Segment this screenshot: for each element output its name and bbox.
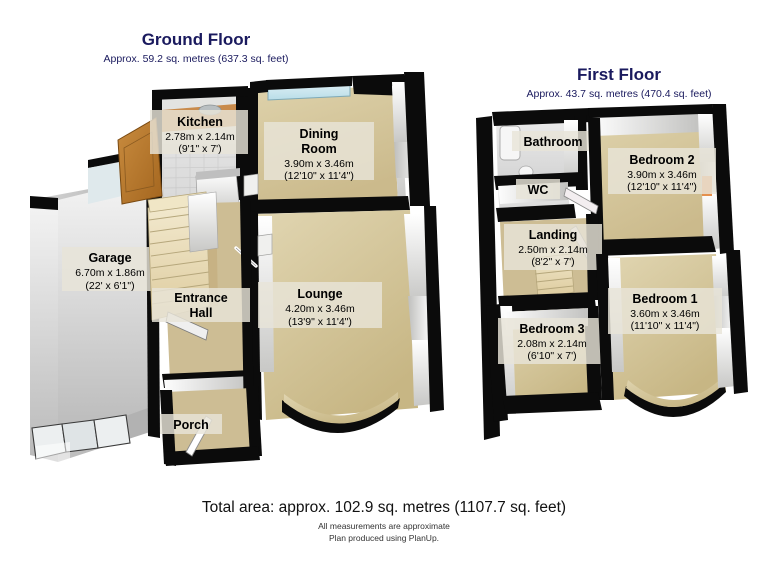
landing-metric: 2.50m x 2.14m (518, 244, 588, 256)
entrance-hall-label-bg (152, 288, 250, 322)
bedroom-3-room: Bedroom 3 2.08m x 2.14m (6'10" x 7') (486, 304, 606, 422)
dining-label-bg (264, 122, 374, 180)
bedroom-2-back-wall (592, 114, 700, 136)
ground-floor-heading: Ground Floor Approx. 59.2 sq. metres (63… (103, 30, 288, 65)
garage-label: Garage (88, 251, 131, 265)
garage-back-window (88, 162, 122, 204)
bedroom-1-bay-wall (624, 382, 726, 418)
dining-metric: 3.90m x 3.46m (284, 158, 354, 170)
bedroom-2-label: Bedroom 2 (629, 153, 694, 167)
bedroom-1-label: Bedroom 1 (632, 292, 697, 306)
wc-label: WC (528, 183, 549, 197)
first-floor-plan: Bathroom WC (476, 104, 748, 440)
dining-lounge-divider (246, 196, 410, 214)
bedroom-1-imperial: (11'10" x 11'4") (631, 320, 700, 332)
garage-imperial: (22' x 6'1") (85, 280, 134, 292)
bedroom-3-label: Bedroom 3 (519, 322, 584, 336)
footer-note-1: All measurements are approximate (318, 521, 450, 531)
lounge-right-wall-upper (404, 214, 430, 300)
porch-label-bg (160, 414, 222, 434)
total-area-text: Total area: approx. 102.9 sq. metres (11… (202, 499, 566, 516)
entrance-hall-room: Entrance Hall (147, 191, 258, 424)
bedroom-3-bottom-wall (502, 392, 602, 414)
bedroom-2-outer-wall (712, 104, 734, 254)
ground-floor-area: Approx. 59.2 sq. metres (637.3 sq. feet) (103, 53, 288, 65)
wc-room: WC (496, 179, 576, 222)
bedroom-3-metric: 2.08m x 2.14m (517, 338, 587, 350)
wc-bottom-wall (496, 204, 576, 222)
lounge-right-outer-wall (424, 206, 444, 412)
lounge-imperial: (13'9" x 11'4") (288, 316, 352, 328)
porch-right-wall (246, 386, 262, 456)
kitchen-label: Kitchen (177, 115, 223, 129)
landing-imperial: (8'2" x 7') (531, 256, 574, 268)
landing-label: Landing (529, 228, 578, 242)
bedroom-3-imperial: (6'10" x 7') (527, 350, 576, 362)
lounge-bay-wall (282, 398, 400, 434)
lounge-label: Lounge (297, 287, 342, 301)
first-floor-heading: First Floor Approx. 43.7 sq. metres (470… (526, 65, 711, 100)
kitchen-room: Kitchen 2.78m x 2.14m (9'1" x 7') (117, 86, 254, 217)
footer-note-2: Plan produced using PlanUp. (329, 533, 439, 543)
wc-label-bg (516, 179, 560, 199)
bedroom-2-label-bg (608, 148, 716, 194)
entrance-hall-label: Entrance (174, 291, 228, 305)
porch-room: Porch (160, 386, 262, 466)
bedroom-1-outer-wall (726, 250, 748, 394)
dining-radiator-icon (243, 173, 259, 197)
bedroom-1-label-bg (608, 288, 722, 334)
garage-side-wall (58, 178, 148, 440)
bathroom-label-bg (512, 131, 594, 151)
ground-floor-plan: Garage 6.70m x 1.86m (22' x 6'1") (30, 72, 444, 466)
bathroom-room: Bathroom (492, 108, 594, 190)
lounge-metric: 4.20m x 3.46m (285, 303, 355, 315)
first-floor-area: Approx. 43.7 sq. metres (470.4 sq. feet) (526, 88, 711, 100)
bedroom-2-room: Bedroom 2 3.90m x 3.46m (12'10" x 11'4") (588, 104, 734, 256)
lounge-label-bg (258, 282, 382, 328)
lounge-right-wall-lower (412, 340, 432, 406)
landing-label-bg (504, 224, 602, 270)
kitchen-metric: 2.78m x 2.14m (165, 131, 235, 143)
bedroom-1-room: Bedroom 1 3.60m x 3.46m (11'10" x 11'4") (596, 250, 748, 418)
ground-floor-title: Ground Floor (142, 30, 251, 49)
garage-left-wall-cap (30, 196, 58, 210)
bedroom-3-left-outer-wall (486, 304, 508, 422)
dining-imperial: (12'10" x 11'4") (284, 170, 354, 182)
landing-room: Landing 2.50m x 2.14m (8'2" x 7') (498, 187, 602, 321)
lounge-room: Lounge 4.20m x 3.46m (13'9" x 11'4") (246, 206, 444, 434)
bedroom-1-right-wall-lower (716, 328, 736, 388)
kitchen-imperial: (9'1" x 7') (178, 143, 221, 155)
footer: Total area: approx. 102.9 sq. metres (11… (202, 499, 566, 543)
lounge-bay-floor (284, 392, 398, 424)
garage-left-wall (30, 200, 58, 462)
kitchen-top-wall (152, 86, 248, 100)
kitchen-unit-right-top (196, 168, 240, 180)
bathroom-label: Bathroom (523, 135, 582, 149)
dining-label-2: Room (301, 142, 336, 156)
first-floor-title: First Floor (577, 65, 661, 84)
lounge-right-alcove (408, 296, 430, 344)
entrance-hall-label-2: Hall (190, 306, 213, 320)
bedroom-2-imperial: (12'10" x 11'4") (627, 181, 697, 193)
dining-right-outer-wall (404, 72, 430, 206)
bedroom-3-label-bg (498, 318, 606, 364)
dining-top-wall (266, 76, 352, 90)
lounge-radiator-icon (257, 233, 273, 257)
bedroom-2-bottom-wall (592, 236, 716, 256)
bedroom-1-bay-floor (626, 376, 724, 408)
dining-room: Dining Room 3.90m x 3.46m (12'10" x 11'4… (243, 72, 430, 214)
bedroom-1-metric: 3.60m x 3.46m (630, 308, 700, 320)
porch-label: Porch (173, 418, 208, 432)
kitchen-label-bg (150, 110, 254, 154)
landing-bottom-wall (498, 292, 596, 312)
kitchen-backsplash (162, 94, 236, 110)
bedroom-2-metric: 3.90m x 3.46m (627, 169, 697, 181)
hall-cupboard-panel (187, 191, 219, 253)
garage-door (31, 414, 131, 466)
dining-label: Dining (300, 127, 339, 141)
garage-metric: 6.70m x 1.86m (75, 267, 145, 279)
